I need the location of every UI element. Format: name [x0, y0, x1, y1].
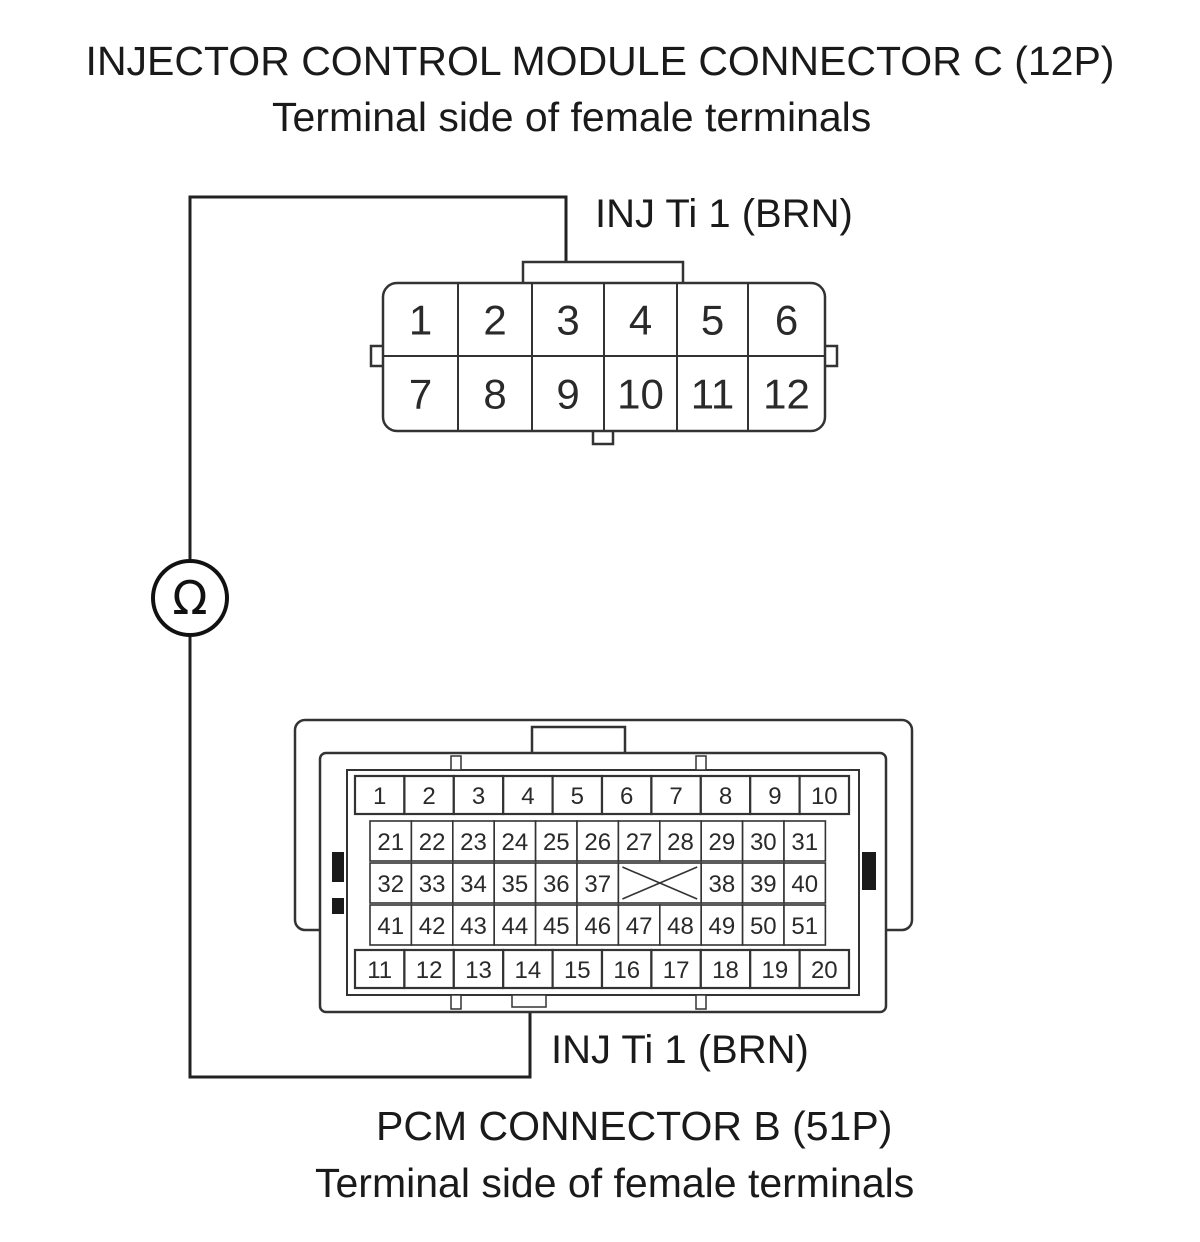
- connector-c-pin-2: 2: [483, 297, 506, 344]
- ohm-symbol: Ω: [172, 571, 207, 625]
- connector-b-pin-41: 41: [377, 913, 404, 940]
- connector-b-pin-50: 50: [750, 913, 777, 940]
- connector-b-pin-42: 42: [419, 913, 446, 940]
- connector-b-pin-4: 4: [521, 783, 534, 810]
- connector-b-pin-35: 35: [502, 871, 529, 898]
- connector-b-pin-27: 27: [626, 829, 653, 856]
- connector-b-pin-21: 21: [377, 829, 404, 856]
- bottom-wire-label: INJ Ti 1 (BRN): [551, 1028, 809, 1072]
- connector-b-pin-5: 5: [571, 783, 584, 810]
- connector-b-pin-11: 11: [367, 957, 392, 984]
- connector-b-pin-6: 6: [620, 783, 633, 810]
- connector-c-pin-10: 10: [617, 371, 664, 418]
- connector-b-pin-44: 44: [502, 913, 529, 940]
- connector-b-pin-28: 28: [667, 829, 694, 856]
- connector-c-pin-1: 1: [409, 297, 432, 344]
- connector-b-pin-12: 12: [416, 957, 443, 984]
- connector-c-pin-11: 11: [691, 371, 735, 418]
- top-wire-label: INJ Ti 1 (BRN): [595, 192, 853, 236]
- connector-b-pin-32: 32: [377, 871, 404, 898]
- connector-c-pin-4: 4: [629, 297, 652, 344]
- connector-b-pin-48: 48: [667, 913, 694, 940]
- top-connector-title: INJECTOR CONTROL MODULE CONNECTOR C (12P…: [85, 38, 1115, 84]
- connector-b-pin-15: 15: [564, 957, 591, 984]
- bottom-connector-subtitle: Terminal side of female terminals: [315, 1160, 915, 1206]
- connector-b-pin-31: 31: [791, 829, 818, 856]
- connector-b-pin-14: 14: [515, 957, 542, 984]
- connector-b-pin-17: 17: [663, 957, 690, 984]
- connector-b-pin-20: 20: [811, 957, 838, 984]
- connector-b-pin-22: 22: [419, 829, 446, 856]
- bottom-connector-title: PCM CONNECTOR B (51P): [376, 1103, 893, 1149]
- connector-b-pin-23: 23: [460, 829, 487, 856]
- connector-b-pin-10: 10: [811, 783, 838, 810]
- test-lead-wire: [188, 195, 568, 562]
- connector-b-pin-9: 9: [768, 783, 781, 810]
- connector-b-pin-29: 29: [709, 829, 736, 856]
- connector-b-pin-25: 25: [543, 829, 570, 856]
- connector-c-pin-6: 6: [775, 297, 798, 344]
- connector-b-pin-34: 34: [460, 871, 487, 898]
- connector-b-pin-51: 51: [791, 913, 818, 940]
- connector-b-lock-tabs: [332, 852, 876, 914]
- connector-b-pin-43: 43: [460, 913, 487, 940]
- connector-c-pin-7: 7: [409, 371, 432, 418]
- connector-b-pin-16: 16: [613, 957, 640, 984]
- connector-b-pin-39: 39: [750, 871, 777, 898]
- connector-b-pin-45: 45: [543, 913, 570, 940]
- connector-b-pin-40: 40: [791, 871, 818, 898]
- top-connector-subtitle: Terminal side of female terminals: [272, 94, 872, 140]
- connector-b-pin-26: 26: [584, 829, 611, 856]
- connector-b-pin-19: 19: [762, 957, 789, 984]
- connector-c-pin-12: 12: [763, 371, 810, 418]
- connector-b-pin-33: 33: [419, 871, 446, 898]
- connector-c-pin-9: 9: [556, 371, 579, 418]
- test-lead-wire-lower: [188, 637, 532, 1079]
- connector-b-pin-13: 13: [465, 957, 492, 984]
- connector-b-bottom-key: [511, 994, 547, 1008]
- connector-b-pin-47: 47: [626, 913, 653, 940]
- connector-b-pin-37: 37: [584, 871, 611, 898]
- connector-b-pin-7: 7: [669, 783, 682, 810]
- connector-b-pin-3: 3: [472, 783, 485, 810]
- connector-b-pin-49: 49: [709, 913, 736, 940]
- connector-b-pin-24: 24: [502, 829, 529, 856]
- connector-b-pin-8: 8: [719, 783, 732, 810]
- connector-b-pin-30: 30: [750, 829, 777, 856]
- connector-b-pin-18: 18: [712, 957, 739, 984]
- connector-c-pin-3: 3: [556, 297, 579, 344]
- connector-b-pin-38: 38: [709, 871, 736, 898]
- connector-c-pin-5: 5: [701, 297, 724, 344]
- connector-b-pin-1: 1: [373, 783, 386, 810]
- ohmmeter-icon: Ω: [151, 559, 229, 637]
- connector-b-pin-36: 36: [543, 871, 570, 898]
- connector-b-pin-2: 2: [422, 783, 435, 810]
- connector-c-pin-8: 8: [483, 371, 506, 418]
- connector-b-pin-46: 46: [584, 913, 611, 940]
